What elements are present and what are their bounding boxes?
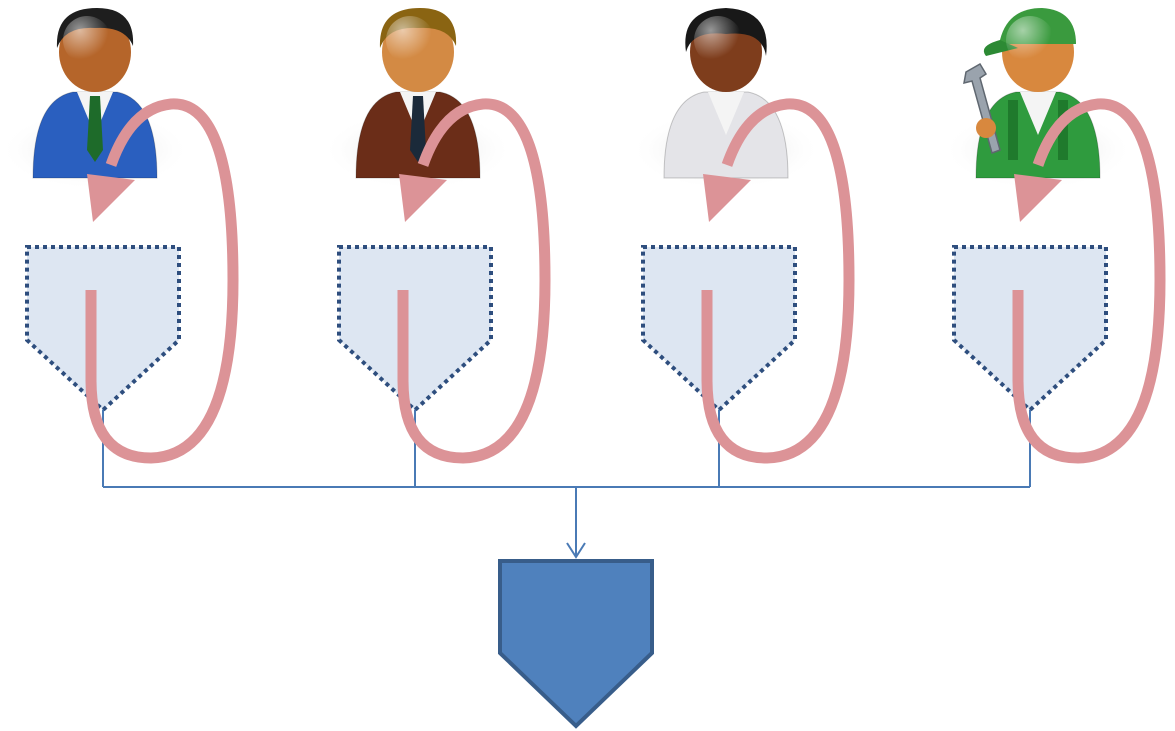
loop-arrow [1012,98,1166,464]
target-pentagon-shape [498,559,654,729]
stage-pentagon [337,245,493,413]
loop-arrow [85,98,239,464]
loop-arrowhead [1014,174,1062,222]
merge-arrowhead [566,542,586,559]
stage-pentagon [25,245,181,413]
loop-arrowhead [87,174,135,222]
businessman-brown-suit-icon [323,8,513,190]
stage-pentagon [641,245,797,413]
loop-arrow [397,98,551,464]
final-pentagon [498,559,654,729]
merge-connector [102,404,1031,559]
stage-pentagon [952,245,1108,413]
worker-white-shirt-icon [631,8,821,190]
loop-arrowhead [399,174,447,222]
businessman-blue-suit-icon [0,8,190,190]
iteration-loops [85,98,1166,464]
loop-arrow [701,98,855,464]
stages [25,245,1108,413]
loop-arrowhead [703,174,751,222]
